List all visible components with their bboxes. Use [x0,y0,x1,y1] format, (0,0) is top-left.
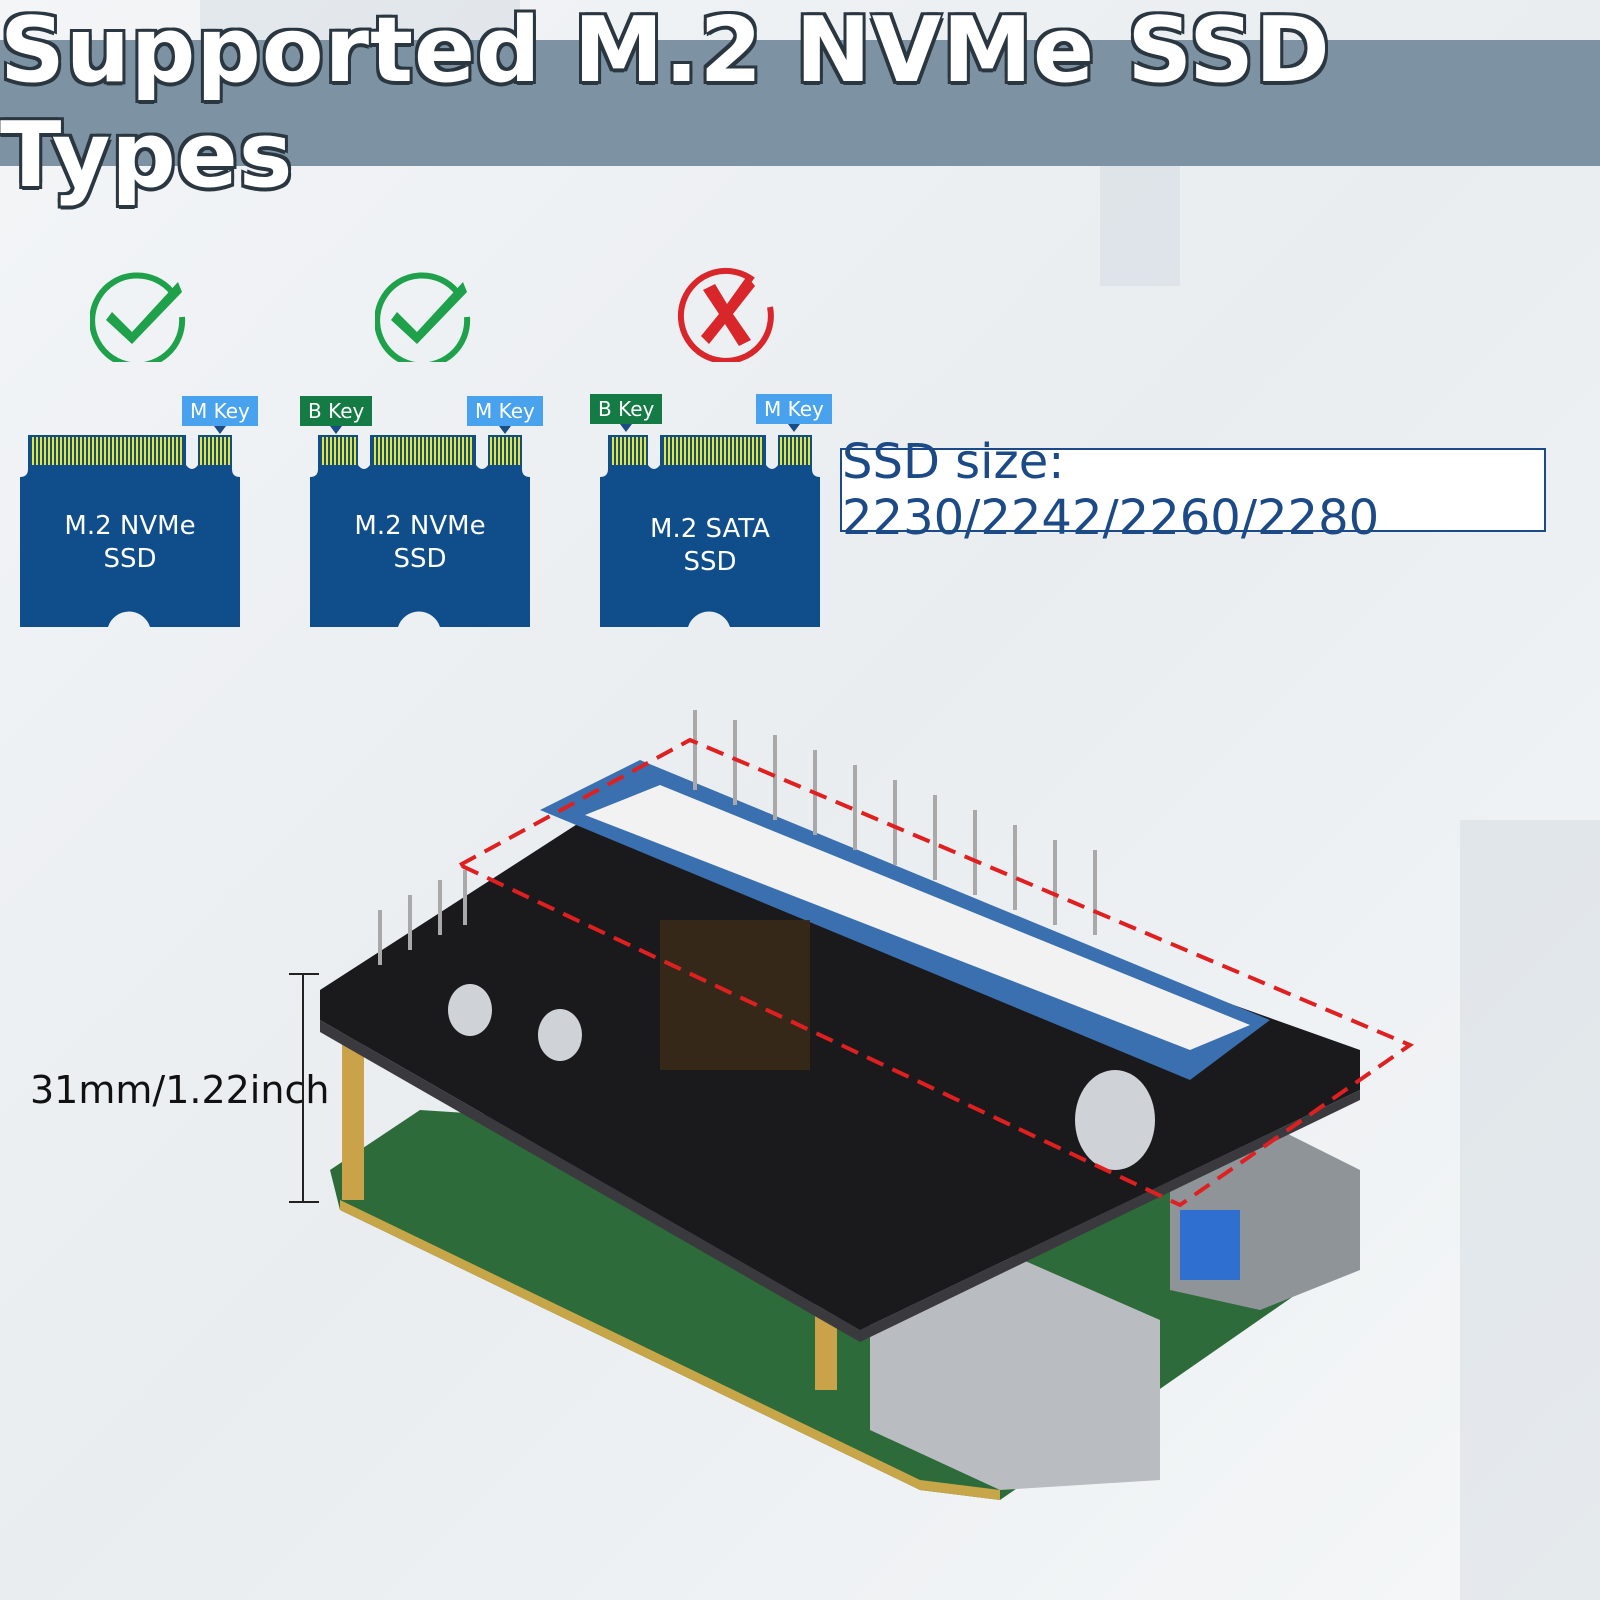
m-key-tag: M Key [756,394,832,432]
check-circle-icon [375,272,471,362]
ssd-card-graphic [310,435,530,627]
height-dimension-line [289,973,319,1203]
x-circle-icon [677,267,774,362]
header-banner: Supported M.2 NVMe SSD Types [0,0,1600,208]
check-circle-icon [90,272,186,362]
card-title: M.2 NVMe [64,511,196,541]
background-shape [1100,166,1180,286]
background-shape [200,0,520,40]
m-key-tag: M Key [182,396,258,434]
card-subtitle: SSD [103,544,157,574]
page-title: Supported M.2 NVMe SSD Types [0,0,1331,208]
background-shape [1460,820,1600,1600]
card-subtitle: SSD [393,544,447,574]
b-key-tag: B Key [300,396,373,434]
b-key-tag: B Key [590,394,663,432]
ssd-card-graphic [20,435,240,627]
height-dimension-label: 31mm/1.22inch [30,1068,330,1112]
card-title: M.2 SATA [650,514,770,544]
card-title: M.2 NVMe [354,511,486,541]
ssd-card-graphic [600,435,820,627]
ssd-size-box: SSD size: 2230/2242/2260/2280 [840,434,1546,546]
card-subtitle: SSD [683,547,737,577]
ssd-size-text: SSD size: 2230/2242/2260/2280 [842,434,1380,546]
product-photo-nvme-hat-on-raspberry-pi [320,710,1415,1500]
m-key-tag: M Key [467,396,543,434]
